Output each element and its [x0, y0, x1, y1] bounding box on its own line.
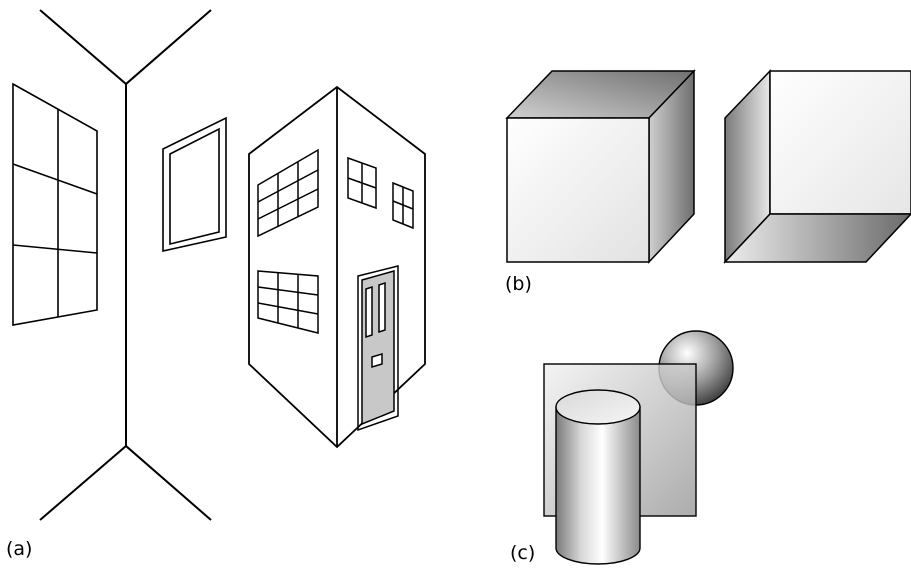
house-window-upper-left	[257, 148, 319, 238]
house-door	[357, 265, 399, 432]
panel-label-b: (b)	[505, 273, 532, 295]
panel-a	[12, 9, 426, 521]
house-window-right-2	[392, 181, 414, 230]
room-corner	[39, 9, 212, 521]
panel-label-c: (c)	[510, 542, 536, 564]
house-window-lower-left	[257, 270, 319, 334]
panel-label-a: (a)	[6, 538, 33, 560]
wall-window	[12, 82, 98, 326]
panel-c	[543, 330, 734, 565]
cylinder	[555, 389, 641, 565]
house-window-right-1	[347, 156, 377, 210]
cube-bottom-view	[723, 69, 911, 264]
cube-top-view	[505, 69, 696, 264]
picture-frame	[162, 116, 227, 252]
house	[248, 85, 426, 449]
panel-b	[505, 69, 911, 264]
